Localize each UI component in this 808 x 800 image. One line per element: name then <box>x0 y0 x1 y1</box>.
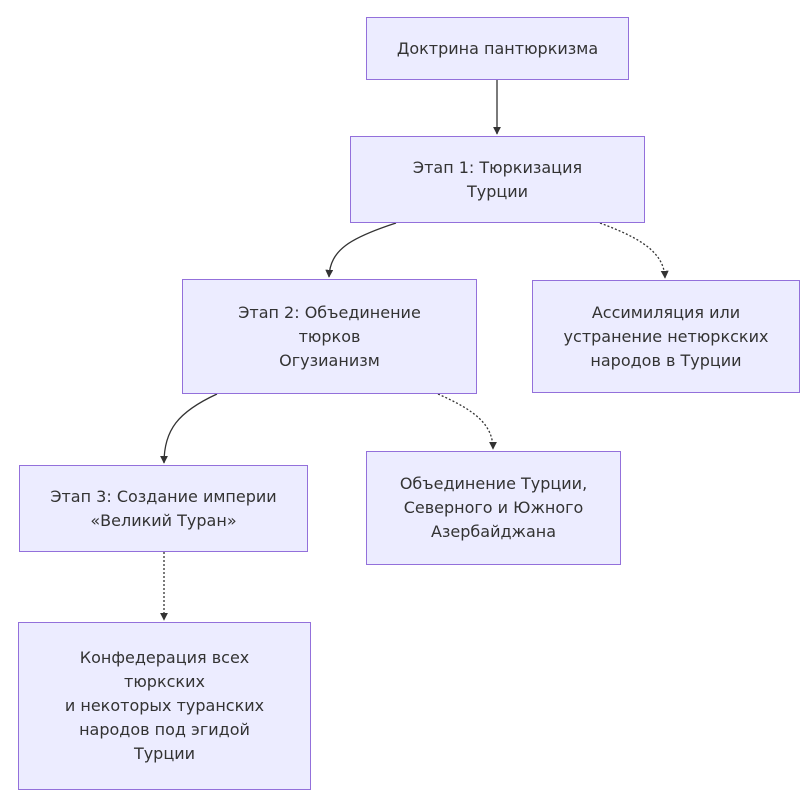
edge-stage2-to-unification <box>437 393 497 450</box>
node-label: Этап 3: Создание империи «Великий Туран» <box>50 486 277 530</box>
node-label: Этап 1: Тюркизация Турции <box>412 157 583 201</box>
node-stage-3: Этап 3: Создание империи «Великий Туран» <box>19 465 308 552</box>
node-label: Доктрина пантюркизма <box>396 38 599 58</box>
node-stage-2: Этап 2: Объединение тюрков Огузианизм <box>182 279 477 394</box>
node-label: Этап 2: Объединение тюрков Огузианизм <box>238 302 421 370</box>
edge-stage1-to-assimilation <box>599 222 669 279</box>
node-stage-1: Этап 1: Тюркизация Турции <box>350 136 645 223</box>
edge-stage2-to-stage3 <box>160 393 218 464</box>
node-confederation: Конфедерация всех тюркских и некоторых т… <box>18 622 311 790</box>
node-label: Конфедерация всех тюркских и некоторых т… <box>64 648 265 763</box>
node-label: Ассимиляция или устранение нетюркских на… <box>563 302 769 370</box>
node-label: Объединение Турции, Северного и Южного А… <box>399 474 588 541</box>
node-unification: Объединение Турции, Северного и Южного А… <box>366 451 621 565</box>
node-assimilation: Ассимиляция или устранение нетюркских на… <box>532 280 800 393</box>
edge-stage1-to-stage2 <box>325 222 397 278</box>
node-pan-turkism-doctrine: Доктрина пантюркизма <box>366 17 629 80</box>
